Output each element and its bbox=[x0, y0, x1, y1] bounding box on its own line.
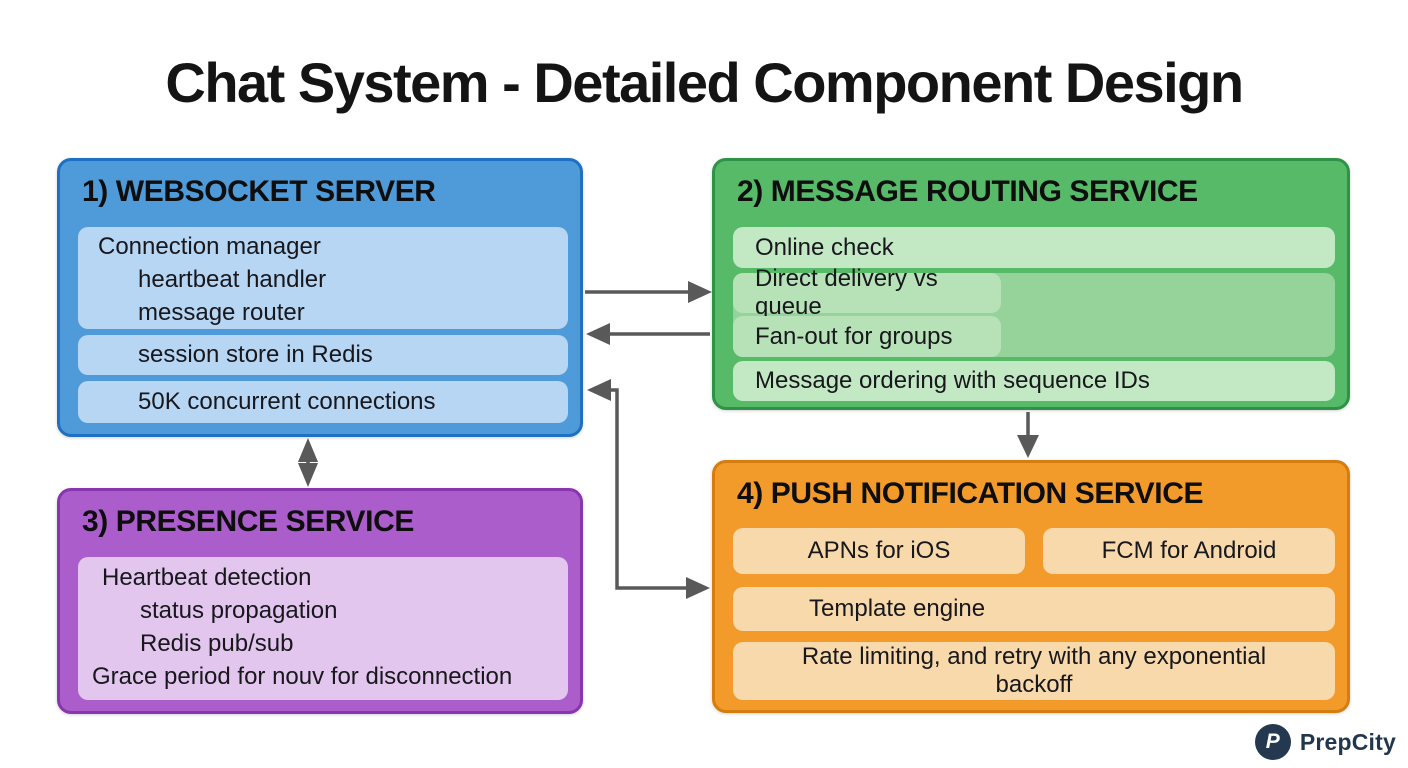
presence-service-heading: 3) PRESENCE SERVICE bbox=[82, 505, 414, 538]
presence-service-box: 3) PRESENCE SERVICE Heartbeat detection … bbox=[57, 488, 583, 714]
grace-period-label: Grace period for nouv for disconnection bbox=[92, 663, 513, 690]
arrow-websocket-presence-bidirectional bbox=[298, 438, 318, 487]
heartbeat-detection-label: Heartbeat detection bbox=[102, 564, 312, 591]
websocket-connection-manager-item: Connection manager heartbeat handler mes… bbox=[78, 227, 568, 329]
presence-details-item: Heartbeat detection status propagation R… bbox=[78, 557, 568, 700]
websocket-server-box: 1) WEBSOCKET SERVER Connection manager h… bbox=[57, 158, 583, 437]
status-propagation-label: status propagation bbox=[140, 597, 338, 624]
push-notification-heading: 4) PUSH NOTIFICATION SERVICE bbox=[737, 477, 1204, 510]
arrow-routing-to-push bbox=[1017, 412, 1039, 458]
routing-middle-panel: Direct delivery vs queue Fan-out for gro… bbox=[733, 265, 1335, 357]
message-router-label: message router bbox=[138, 299, 305, 326]
prepcity-logo-icon: P bbox=[1254, 724, 1291, 760]
prepcity-logo: P PrepCity bbox=[1254, 724, 1396, 760]
rate-limiting-item: Rate limiting, and retry with any expone… bbox=[733, 642, 1335, 700]
fan-out-item: Fan-out for groups bbox=[733, 316, 1001, 357]
message-routing-service-box: 2) MESSAGE ROUTING SERVICE Online check … bbox=[712, 158, 1350, 410]
arrow-websocket-to-routing bbox=[585, 281, 712, 303]
connection-manager-label: Connection manager bbox=[98, 233, 321, 260]
apns-item: APNs for iOS bbox=[733, 528, 1025, 574]
message-routing-heading: 2) MESSAGE ROUTING SERVICE bbox=[737, 175, 1198, 208]
arrow-push-to-websocket-elbow bbox=[587, 379, 710, 599]
session-store-item: session store in Redis bbox=[78, 335, 568, 375]
heartbeat-handler-label: heartbeat handler bbox=[138, 266, 327, 293]
fcm-item: FCM for Android bbox=[1043, 528, 1335, 574]
concurrent-connections-item: 50K concurrent connections bbox=[78, 381, 568, 423]
template-engine-item: Template engine bbox=[733, 587, 1335, 631]
message-ordering-item: Message ordering with sequence IDs bbox=[733, 361, 1335, 401]
prepcity-logo-text: PrepCity bbox=[1299, 728, 1396, 755]
direct-delivery-item: Direct delivery vs queue bbox=[733, 265, 1001, 320]
arrow-routing-to-websocket bbox=[586, 323, 710, 345]
online-check-item: Online check bbox=[733, 227, 1335, 268]
redis-pubsub-label: Redis pub/sub bbox=[140, 630, 294, 657]
websocket-server-heading: 1) WEBSOCKET SERVER bbox=[82, 175, 436, 208]
page-title: Chat System - Detailed Component Design bbox=[165, 51, 1244, 114]
push-notification-service-box: 4) PUSH NOTIFICATION SERVICE APNs for iO… bbox=[712, 460, 1350, 713]
